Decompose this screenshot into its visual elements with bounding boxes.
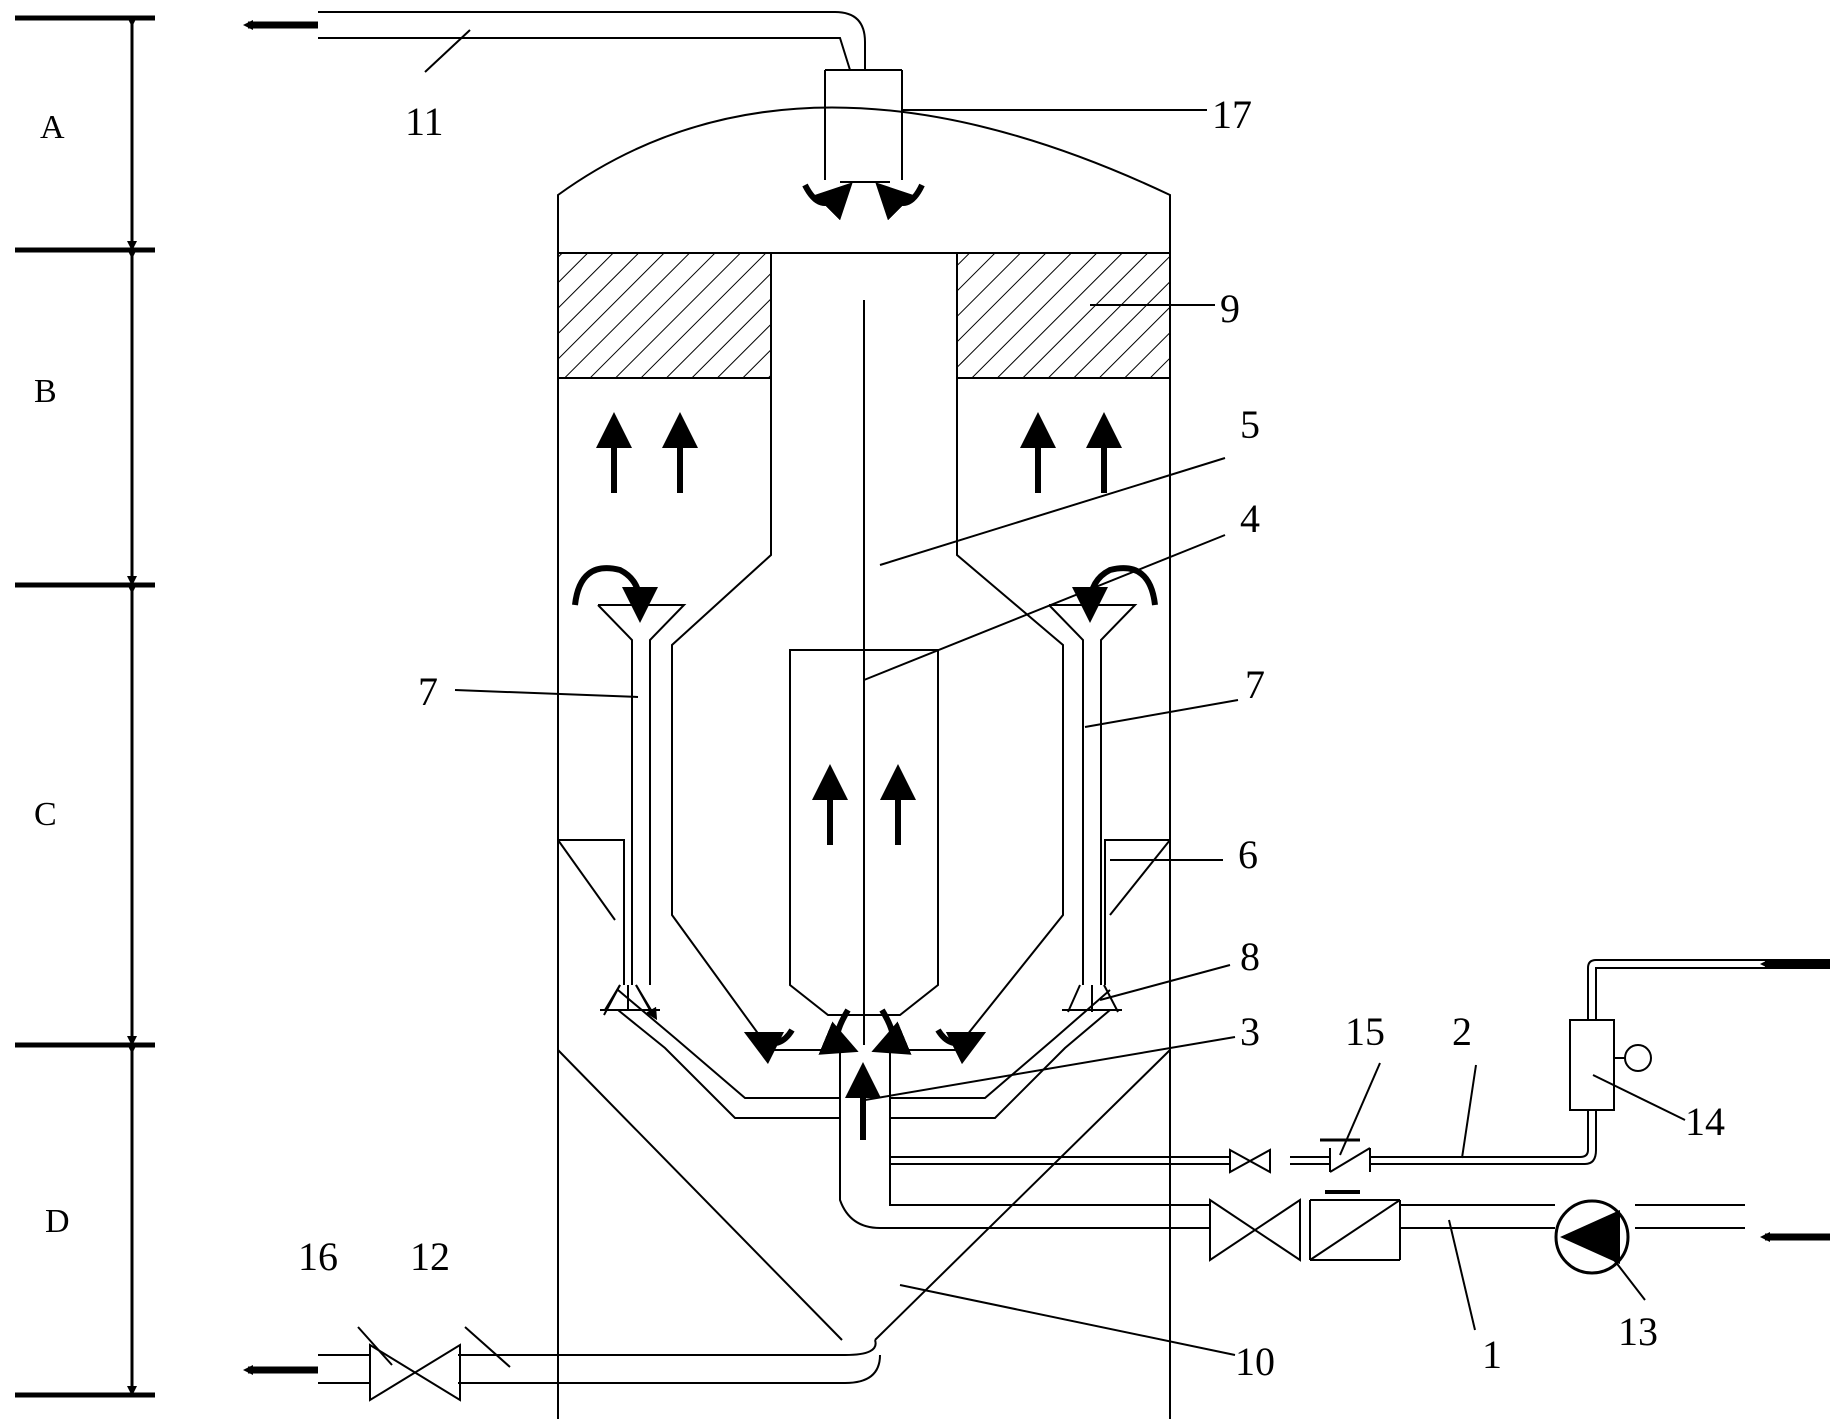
- label-8: 8: [1240, 934, 1260, 979]
- label-5: 5: [1240, 402, 1260, 447]
- label-7-left: 7: [418, 669, 438, 714]
- label-1: 1: [1482, 1332, 1502, 1377]
- pump-13: [1554, 1199, 1630, 1275]
- gas-outlet-pipe: [243, 11, 866, 71]
- label-3: 3: [1240, 1009, 1260, 1054]
- label-16: 16: [298, 1234, 338, 1279]
- valve-15: [1320, 1138, 1371, 1173]
- part-labels: 17 9 5 4 7 7 6 8 3 15 2 14 10 1 13 16 12…: [298, 92, 1725, 1384]
- bottom-cone: [557, 1049, 1171, 1341]
- feed-check-valve: [1309, 1190, 1401, 1261]
- flow-arrows: [572, 182, 1158, 1140]
- label-11: 11: [405, 99, 444, 144]
- packing-layer: [557, 252, 1171, 379]
- valve-16: [369, 1343, 461, 1402]
- distributor-nozzles: [600, 984, 1122, 1015]
- zone-label-d: D: [45, 1203, 70, 1240]
- central-column: [671, 253, 1064, 1155]
- recirc-valve: [1229, 1148, 1271, 1174]
- label-15: 15: [1345, 1009, 1385, 1054]
- zone-label-a: A: [40, 109, 65, 146]
- label-12: 12: [410, 1234, 450, 1279]
- label-9: 9: [1220, 286, 1240, 331]
- label-14: 14: [1685, 1099, 1725, 1144]
- effluent-pipe: [243, 1339, 881, 1384]
- recirculation-pipe: [890, 959, 1830, 1165]
- label-10: 10: [1235, 1339, 1275, 1384]
- zone-label-b: B: [34, 373, 57, 410]
- label-13: 13: [1618, 1309, 1658, 1354]
- label-17: 17: [1212, 92, 1252, 137]
- feed-pipe: [839, 1155, 1830, 1242]
- label-6: 6: [1238, 832, 1258, 877]
- zone-scale: A B C D: [15, 15, 155, 1398]
- flowmeter-14: [1569, 1019, 1652, 1111]
- label-2: 2: [1452, 1009, 1472, 1054]
- downcomer-right: [890, 604, 1138, 1119]
- leader-lines: [357, 29, 1686, 1368]
- gas-collector: [824, 69, 903, 183]
- label-4: 4: [1240, 496, 1260, 541]
- downcomer-left: [597, 604, 840, 1119]
- zone-label-c: C: [34, 796, 57, 833]
- label-7-right: 7: [1245, 662, 1265, 707]
- reactor-vessel: [557, 106, 1171, 1419]
- feed-valve: [1209, 1198, 1301, 1262]
- three-phase-separator: [557, 839, 1171, 985]
